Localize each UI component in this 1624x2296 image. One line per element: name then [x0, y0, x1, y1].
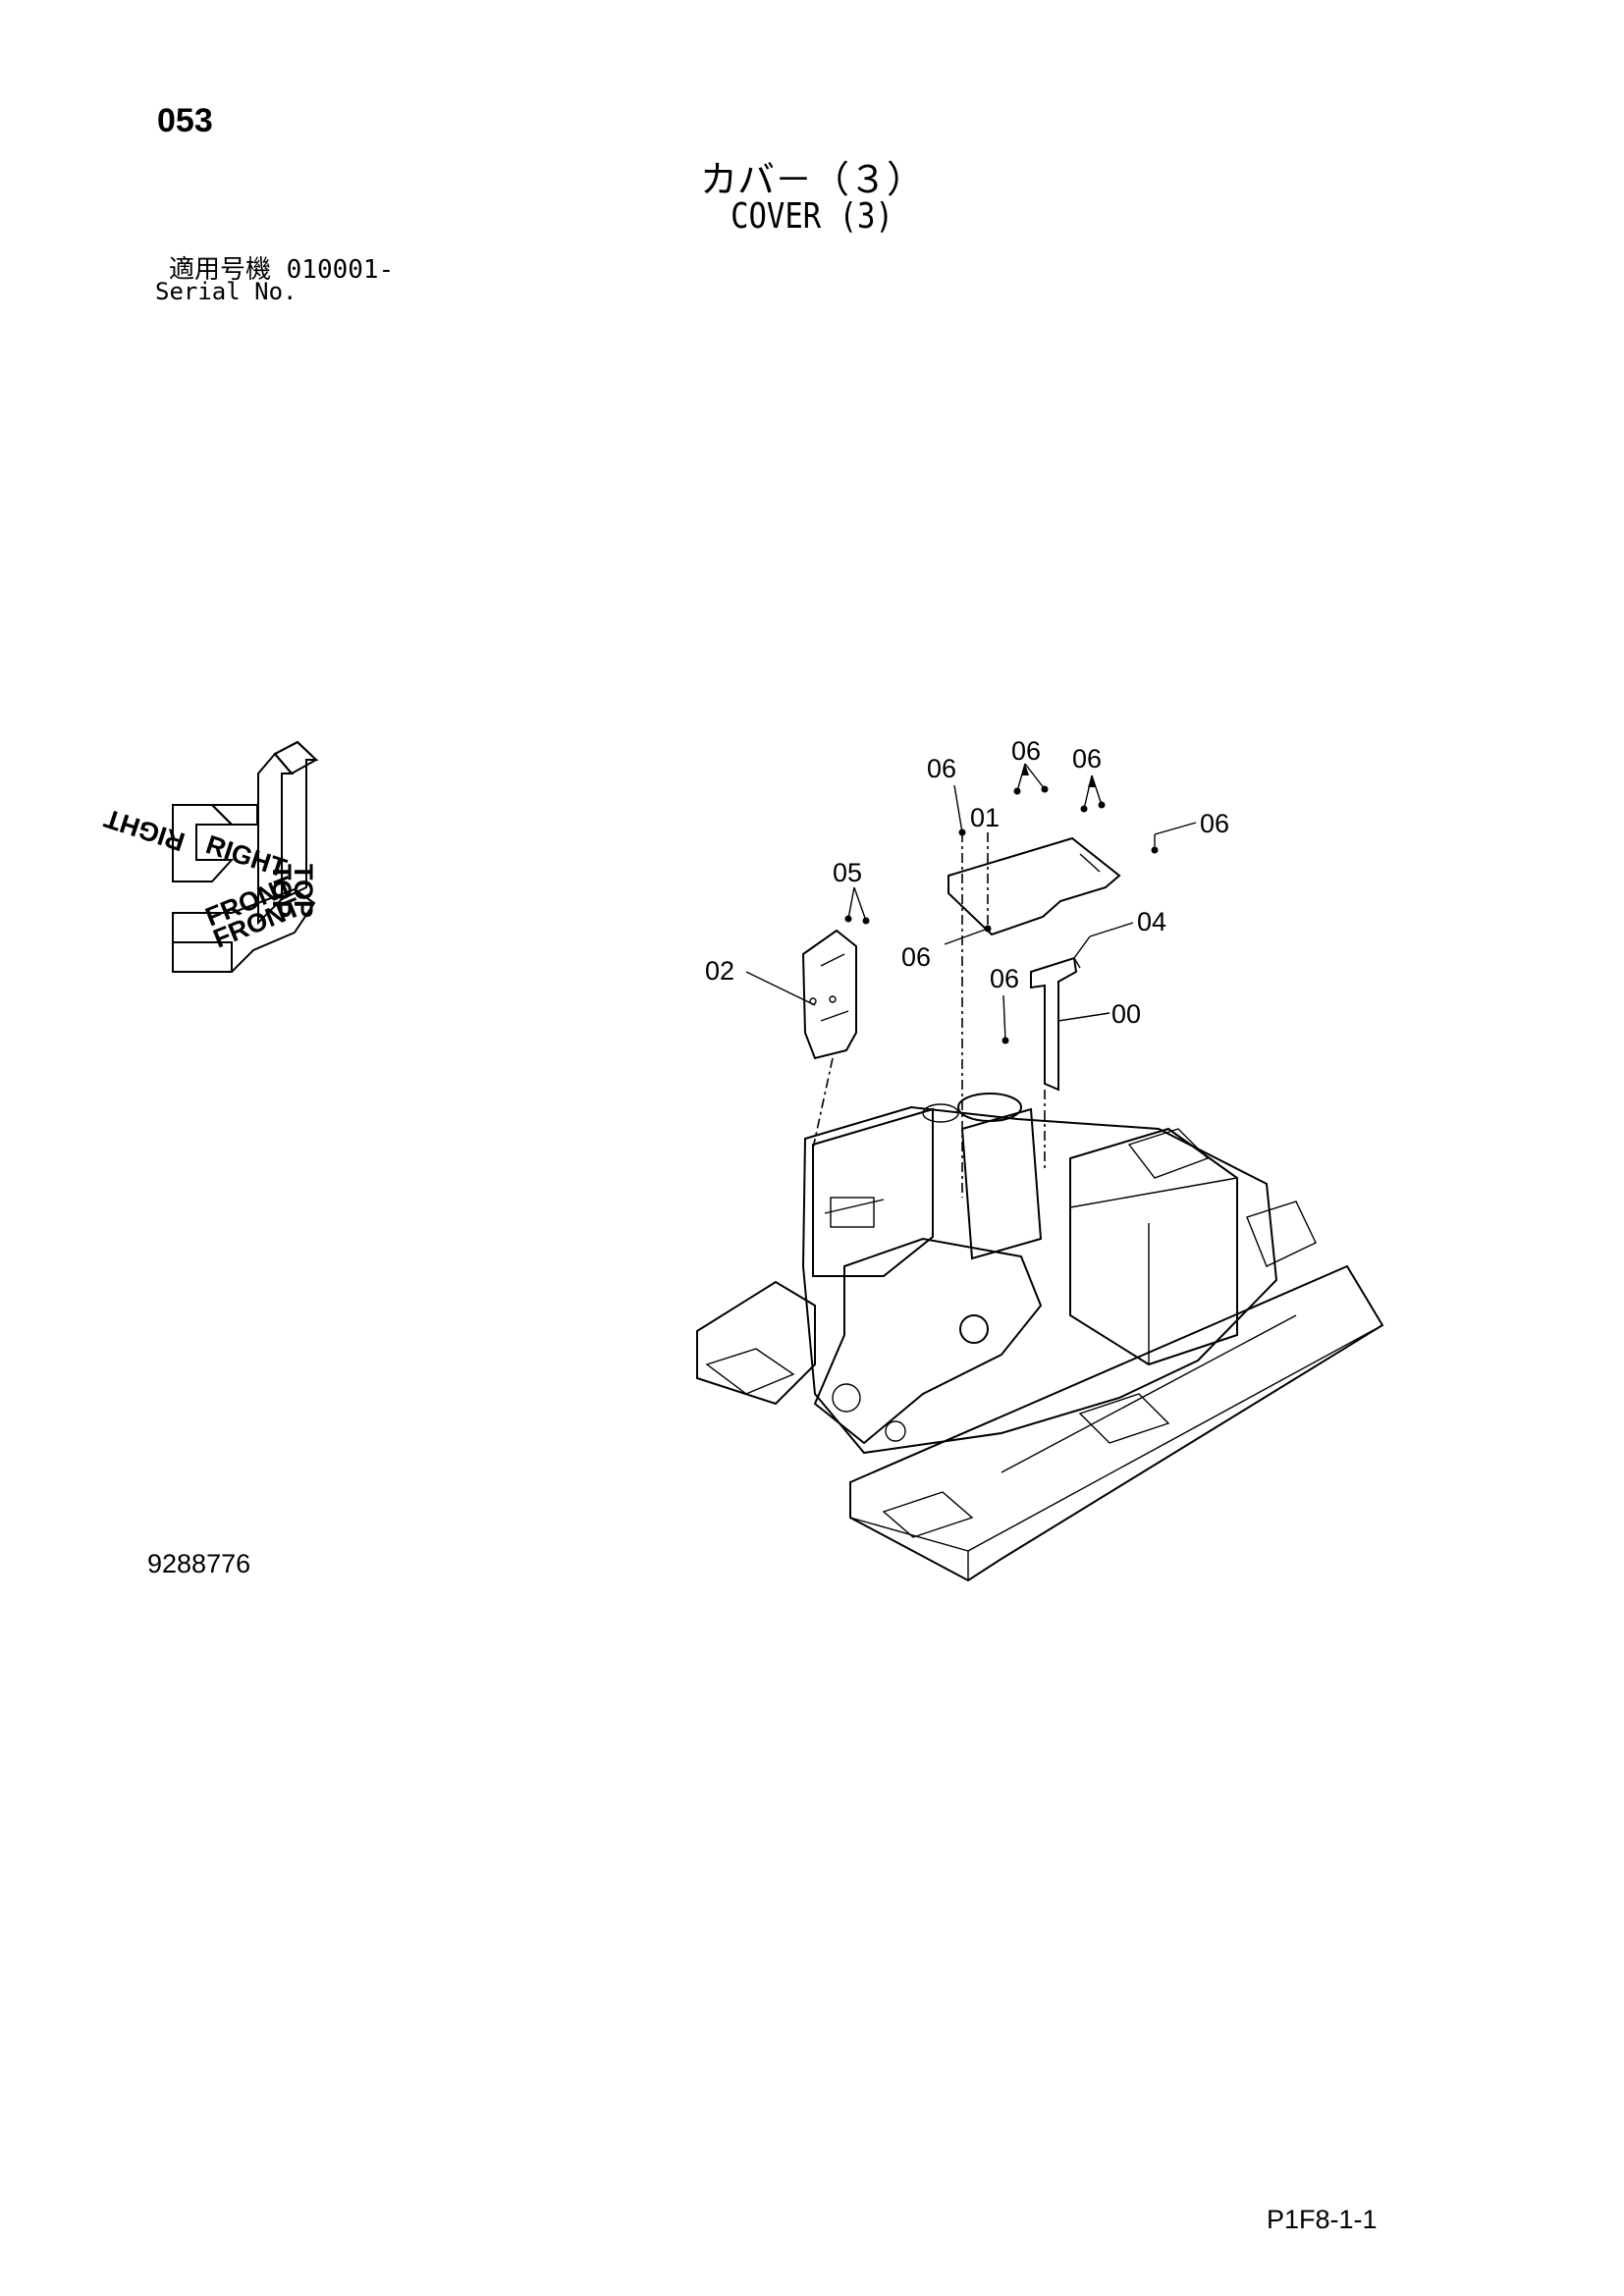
- part-01-cover-plate: [947, 836, 1121, 936]
- callout-02: 02: [705, 956, 734, 986]
- callout-leaders: [745, 763, 1197, 1041]
- serial-label-japanese: 適用号機 010001-: [169, 255, 395, 285]
- machine-frame: [696, 1093, 1384, 1582]
- front-arrow-base: [172, 941, 233, 973]
- title-japanese: カバ－（３）: [699, 158, 924, 201]
- right-arrow-top-face: [209, 804, 258, 826]
- callout-06-top-right: 06: [1072, 744, 1102, 774]
- orientation-label-top-2: TOP: [267, 864, 297, 918]
- part-02-side-cover: [801, 929, 857, 1060]
- callout-04: 04: [1137, 907, 1166, 936]
- orientation-label-top-1: TOP: [289, 864, 318, 918]
- title-english: COVER (3): [731, 196, 893, 237]
- callout-06-right: 06: [1200, 809, 1229, 838]
- serial-label-english: Serial No.: [155, 278, 298, 305]
- orientation-indicator: TOP TOP RIGHT RIGHT FRONT FRONT: [100, 740, 319, 973]
- callout-labels: 06 06 06 06 01 05 06 04 02 06 00: [705, 736, 1229, 1029]
- callout-06-middle: 06: [901, 942, 931, 972]
- orientation-label-right-2: RIGHT: [100, 803, 189, 857]
- page-code: P1F8-1-1: [1267, 2205, 1378, 2234]
- callout-06-top-left: 06: [927, 754, 956, 783]
- top-arrow-head: [273, 740, 318, 775]
- callout-00: 00: [1111, 999, 1141, 1029]
- page-number: 053: [157, 102, 213, 139]
- callout-06-lower: 06: [990, 964, 1019, 993]
- callout-06-top-center: 06: [1011, 736, 1041, 766]
- callout-01: 01: [970, 803, 1000, 832]
- drawing-number: 9288776: [147, 1549, 251, 1578]
- part-00-bracket: [1030, 956, 1081, 1092]
- callout-05: 05: [833, 858, 862, 887]
